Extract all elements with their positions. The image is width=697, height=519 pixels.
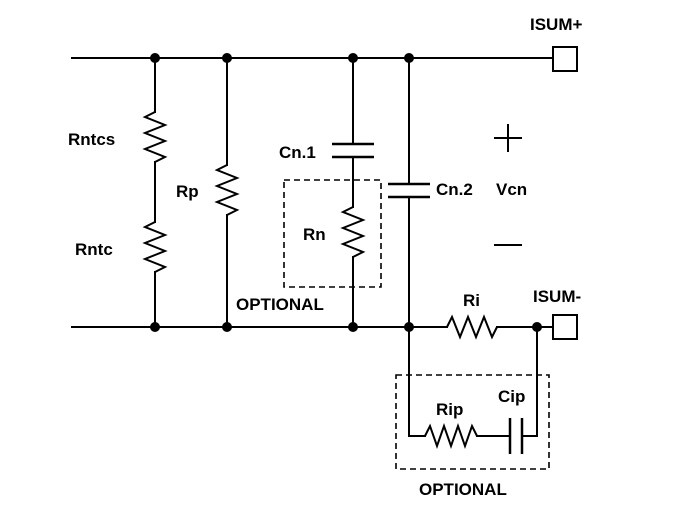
rp-resistor bbox=[214, 57, 240, 328]
label-isum-minus: ISUM- bbox=[533, 287, 581, 306]
rntcs-resistor bbox=[142, 57, 168, 223]
rip-resistor bbox=[408, 422, 511, 450]
label-cip: Cip bbox=[498, 387, 525, 406]
cn1-capacitor bbox=[332, 57, 374, 208]
junction-node bbox=[150, 53, 160, 63]
junction-node bbox=[404, 53, 414, 63]
label-rn: Rn bbox=[303, 225, 326, 244]
label-rntc: Rntc bbox=[75, 240, 113, 259]
rn-resistor bbox=[340, 206, 366, 328]
junction-node bbox=[222, 53, 232, 63]
label-ri: Ri bbox=[463, 291, 480, 310]
ri-resistor bbox=[446, 314, 554, 340]
junction-node bbox=[150, 322, 160, 332]
label-rntcs: Rntcs bbox=[68, 130, 115, 149]
label-optional-top: OPTIONAL bbox=[236, 295, 324, 314]
optional-box-rn bbox=[283, 179, 382, 288]
junction-node bbox=[348, 322, 358, 332]
junction-node bbox=[222, 322, 232, 332]
cn2-capacitor bbox=[388, 57, 430, 437]
label-rip: Rip bbox=[436, 400, 463, 419]
label-isum-plus: ISUM+ bbox=[530, 15, 583, 34]
junction-node bbox=[348, 53, 358, 63]
isum-plus-terminal bbox=[552, 46, 578, 72]
optional-box-rip-cip bbox=[395, 374, 550, 470]
rntc-resistor bbox=[142, 221, 168, 328]
label-rp: Rp bbox=[176, 182, 199, 201]
label-vcn: Vcn bbox=[496, 180, 527, 199]
label-cn2: Cn.2 bbox=[436, 180, 473, 199]
label-cn1: Cn.1 bbox=[279, 143, 316, 162]
cip-capacitor bbox=[508, 326, 538, 454]
junction-node bbox=[532, 322, 542, 332]
isum-minus-terminal bbox=[552, 314, 578, 340]
junction-node bbox=[404, 322, 414, 332]
label-optional-bottom: OPTIONAL bbox=[419, 480, 507, 499]
vcn-plus-sign bbox=[494, 124, 522, 152]
